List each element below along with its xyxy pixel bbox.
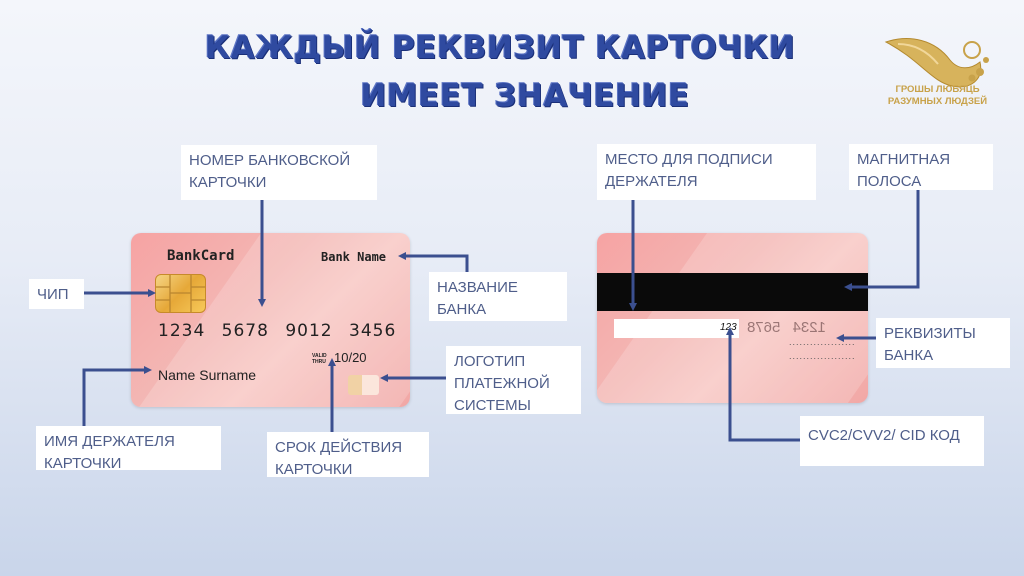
- card-holder-name: Name Surname: [158, 367, 257, 383]
- signature-panel: [614, 319, 739, 338]
- label-bank-details: РЕКВИЗИТЫ БАНКА: [876, 318, 1010, 368]
- label-card-number: НОМЕР БАНКОВСКОЙ КАРТОЧКИ: [181, 145, 377, 200]
- label-chip: ЧИП: [29, 279, 84, 309]
- chip-icon: [155, 274, 206, 313]
- connector-cvc: [726, 327, 800, 442]
- card-front: BankCard Bank Name 1234 5678 9012 3456 V…: [131, 233, 410, 407]
- connector-holder: [82, 366, 152, 426]
- label-signature: МЕСТО ДЛЯ ПОДПИСИ ДЕРЖАТЕЛЯ: [597, 144, 816, 200]
- card-brand: BankCard: [167, 248, 235, 264]
- label-bank-name: НАЗВАНИЕ БАНКА: [429, 272, 567, 321]
- connector-bank-name: [398, 252, 469, 272]
- card-number: 1234 5678 9012 3456: [158, 321, 397, 341]
- label-magnetic-stripe: МАГНИТНАЯ ПОЛОСА: [849, 144, 993, 190]
- label-holder-name: ИМЯ ДЕРЖАТЕЛЯ КАРТОЧКИ: [36, 426, 221, 472]
- connector-magnetic: [844, 190, 920, 291]
- bank-details-line: ...................: [789, 337, 856, 347]
- logo-text: ГРОШЫ ЛЮБЯЦЬ РАЗУМНЫХ ЛЮДЗЕЙ: [887, 84, 988, 107]
- card-expiry: 10/20: [334, 350, 367, 365]
- label-cvc: CVC2/CVV2/ CID КОД: [800, 416, 984, 466]
- label-expiry: СРОК ДЕЙСТВИЯ КАРТОЧКИ: [267, 432, 429, 478]
- bank-details-line: ...................: [789, 351, 856, 361]
- card-back: 123 1234 5678 ................... ......…: [597, 233, 868, 403]
- magnetic-stripe: [597, 273, 868, 311]
- payment-system-logo-icon: [348, 375, 379, 395]
- page-title: КАЖДЫЙ РЕКВИЗИТ КАРТОЧКИ: [204, 30, 796, 66]
- valid-thru-label: VALID THRU: [312, 353, 327, 365]
- page-subtitle: ИМЕЕТ ЗНАЧЕНИЕ: [360, 78, 690, 114]
- card-bank-name: Bank Name: [321, 250, 387, 264]
- cornucopia-logo-icon: [884, 38, 989, 88]
- label-payment-system-logo: ЛОГОТИП ПЛАТЕЖНОЙ СИСТЕМЫ: [446, 346, 581, 414]
